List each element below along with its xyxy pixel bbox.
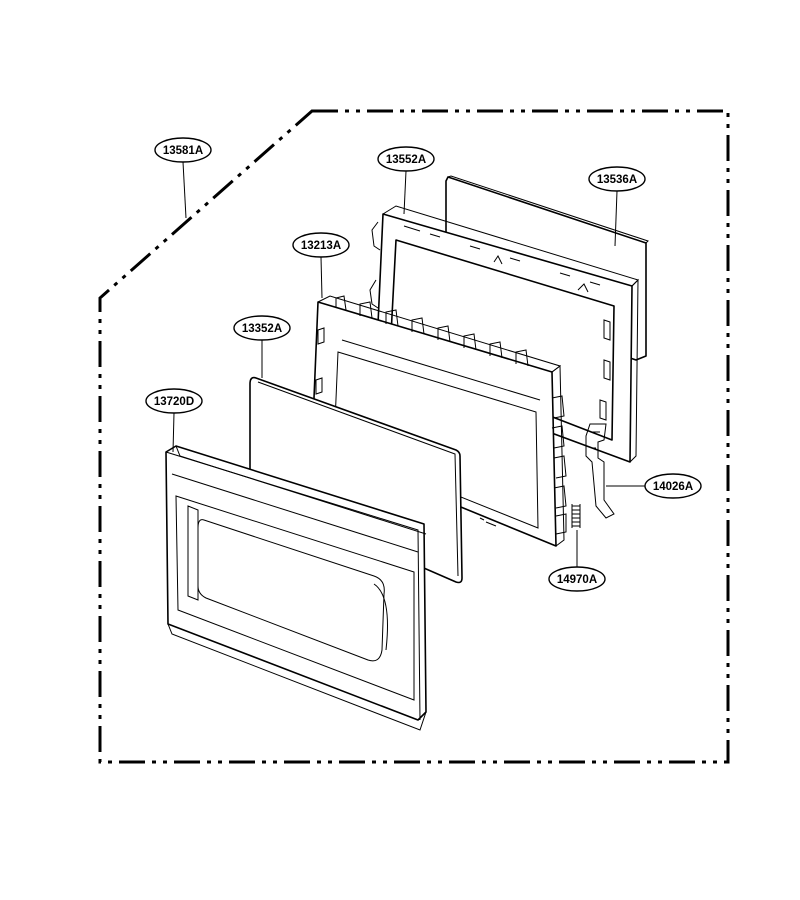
assembly-boundary (98, 109, 730, 764)
callout-14970A: 14970A (548, 566, 606, 592)
leader-lines (172, 161, 645, 567)
svg-text:13720D: 13720D (154, 396, 194, 408)
svg-text:14970A: 14970A (557, 574, 597, 586)
part-spring (571, 504, 581, 528)
callout-13352A: 13352A (233, 315, 291, 341)
callout-13581A: 13581A (154, 137, 212, 163)
svg-text:13213A: 13213A (301, 240, 341, 252)
part-door-front-frame (165, 445, 427, 731)
callout-14026A: 14026A (644, 473, 702, 499)
svg-text:14026A: 14026A (653, 481, 693, 493)
svg-text:13552A: 13552A (386, 154, 426, 166)
svg-text:13581A: 13581A (163, 145, 203, 157)
svg-text:13352A: 13352A (242, 323, 282, 335)
svg-text:13536A: 13536A (597, 174, 637, 186)
part-latch-hook (585, 423, 615, 519)
callout-13213A: 13213A (292, 232, 350, 258)
part-door-frame (369, 205, 639, 463)
callout-13720D: 13720D (145, 388, 203, 414)
callout-13552A: 13552A (377, 146, 435, 172)
callout-13536A: 13536A (588, 166, 646, 192)
